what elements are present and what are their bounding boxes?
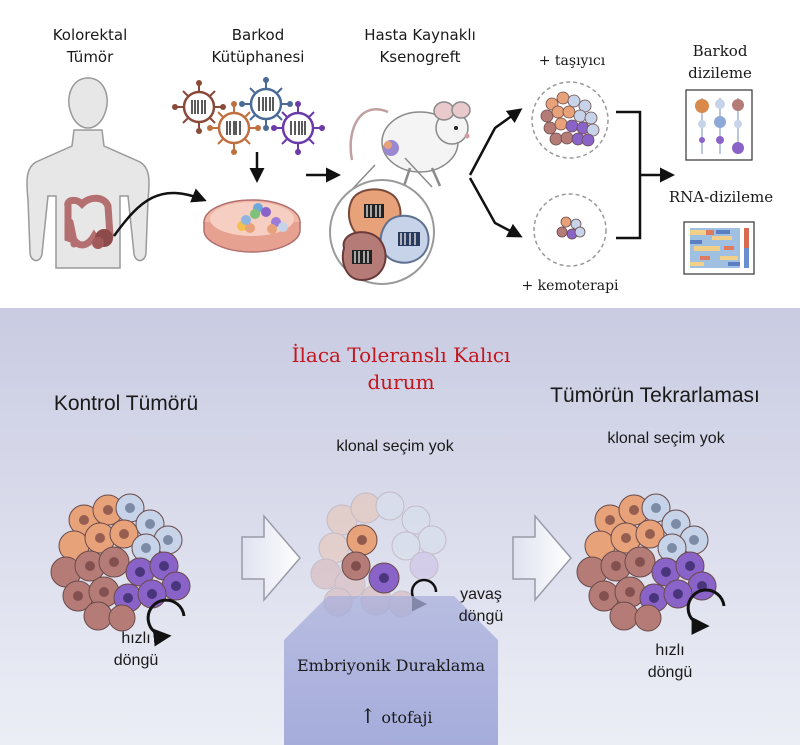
persister-title-line2: durum: [367, 370, 435, 394]
fast-cycle-left-line1: hızlı: [121, 630, 151, 647]
persister-title-line1: İlaca Toleranslı Kalıcı: [291, 343, 511, 367]
control-tumor-icon: [50, 493, 191, 632]
virus-barcode-icon: [172, 77, 325, 155]
cycle-arrow-icon: [146, 598, 186, 647]
fast-cycle-right: hızlı döngü: [638, 640, 702, 684]
vehicle-tumor-icon: [531, 81, 609, 159]
xenograft-label: Hasta Kaynaklı Ksenogreft: [346, 24, 494, 68]
autophagy-label: otofaji: [381, 708, 433, 727]
fast-cycle-left: hızlı döngü: [104, 628, 168, 672]
xenograft-label-line1: Hasta Kaynaklı: [364, 26, 476, 44]
library-label: Barkod Kütüphanesi: [180, 24, 336, 68]
fast-cycle-right-line1: hızlı: [655, 642, 685, 659]
tumor-label: Kolorektal Tümör: [20, 24, 160, 68]
heatmap-icon: [683, 221, 755, 275]
human-figure-icon: [26, 77, 150, 269]
xenograft-cells-icon: [329, 179, 435, 285]
autophagy-up-arrow-icon: ↑: [359, 704, 377, 728]
no-selection-middle: klonal seçim yok: [336, 438, 454, 455]
arrow-control-to-persister: [241, 513, 301, 603]
library-label-line1: Barkod: [231, 26, 285, 44]
slow-cycle-line2: döngü: [458, 608, 504, 625]
vehicle-label: + taşıyıcı: [538, 53, 606, 69]
barcode-plot-icon: [685, 89, 753, 161]
chemo-tumor-icon: [533, 193, 607, 267]
diapause-box: [284, 596, 498, 745]
mouse-icon: [349, 101, 471, 187]
xenograft-label-line2: Ksenogreft: [379, 48, 461, 66]
fast-cycle-left-line2: döngü: [113, 652, 159, 669]
arrow-vehicle: [468, 108, 523, 176]
regrowth-title: Tümörün Tekrarlaması: [550, 384, 760, 407]
arrow-persister-to-regrowth: [512, 513, 572, 603]
regrowth-tumor-icon: [576, 493, 717, 632]
no-selection-right: klonal seçim yok: [607, 430, 725, 447]
petri-dish-icon: [203, 199, 301, 253]
fast-cycle-right-line2: döngü: [647, 664, 693, 681]
autophagy-row: ↑ otofaji: [330, 704, 462, 728]
tumor-label-line1: Kolorektal: [52, 26, 128, 44]
tumor-label-line2: Tümör: [66, 48, 114, 66]
barcode-seq-label: Barkod dizileme: [672, 40, 768, 84]
barcode-seq-label-line1: Barkod: [692, 42, 748, 60]
diapause-label: Embriyonik Duraklama: [296, 656, 486, 675]
slow-cycle-line1: yavaş: [460, 586, 502, 603]
arrow-chemo: [468, 177, 523, 238]
chemo-label: + kemoterapi: [521, 278, 619, 294]
control-title: Kontrol Tümörü: [53, 392, 199, 415]
slow-cycle: yavaş döngü: [446, 584, 516, 628]
barcode-seq-label-line2: dizileme: [688, 64, 752, 82]
library-label-line2: Kütüphanesi: [211, 48, 305, 66]
arrow-tumor-to-dish: [112, 188, 207, 237]
persister-title: İlaca Toleranslı Kalıcı durum: [250, 342, 552, 396]
cycle-arrow-icon-right: [686, 588, 726, 635]
rna-seq-label: RNA-dizileme: [668, 188, 774, 206]
